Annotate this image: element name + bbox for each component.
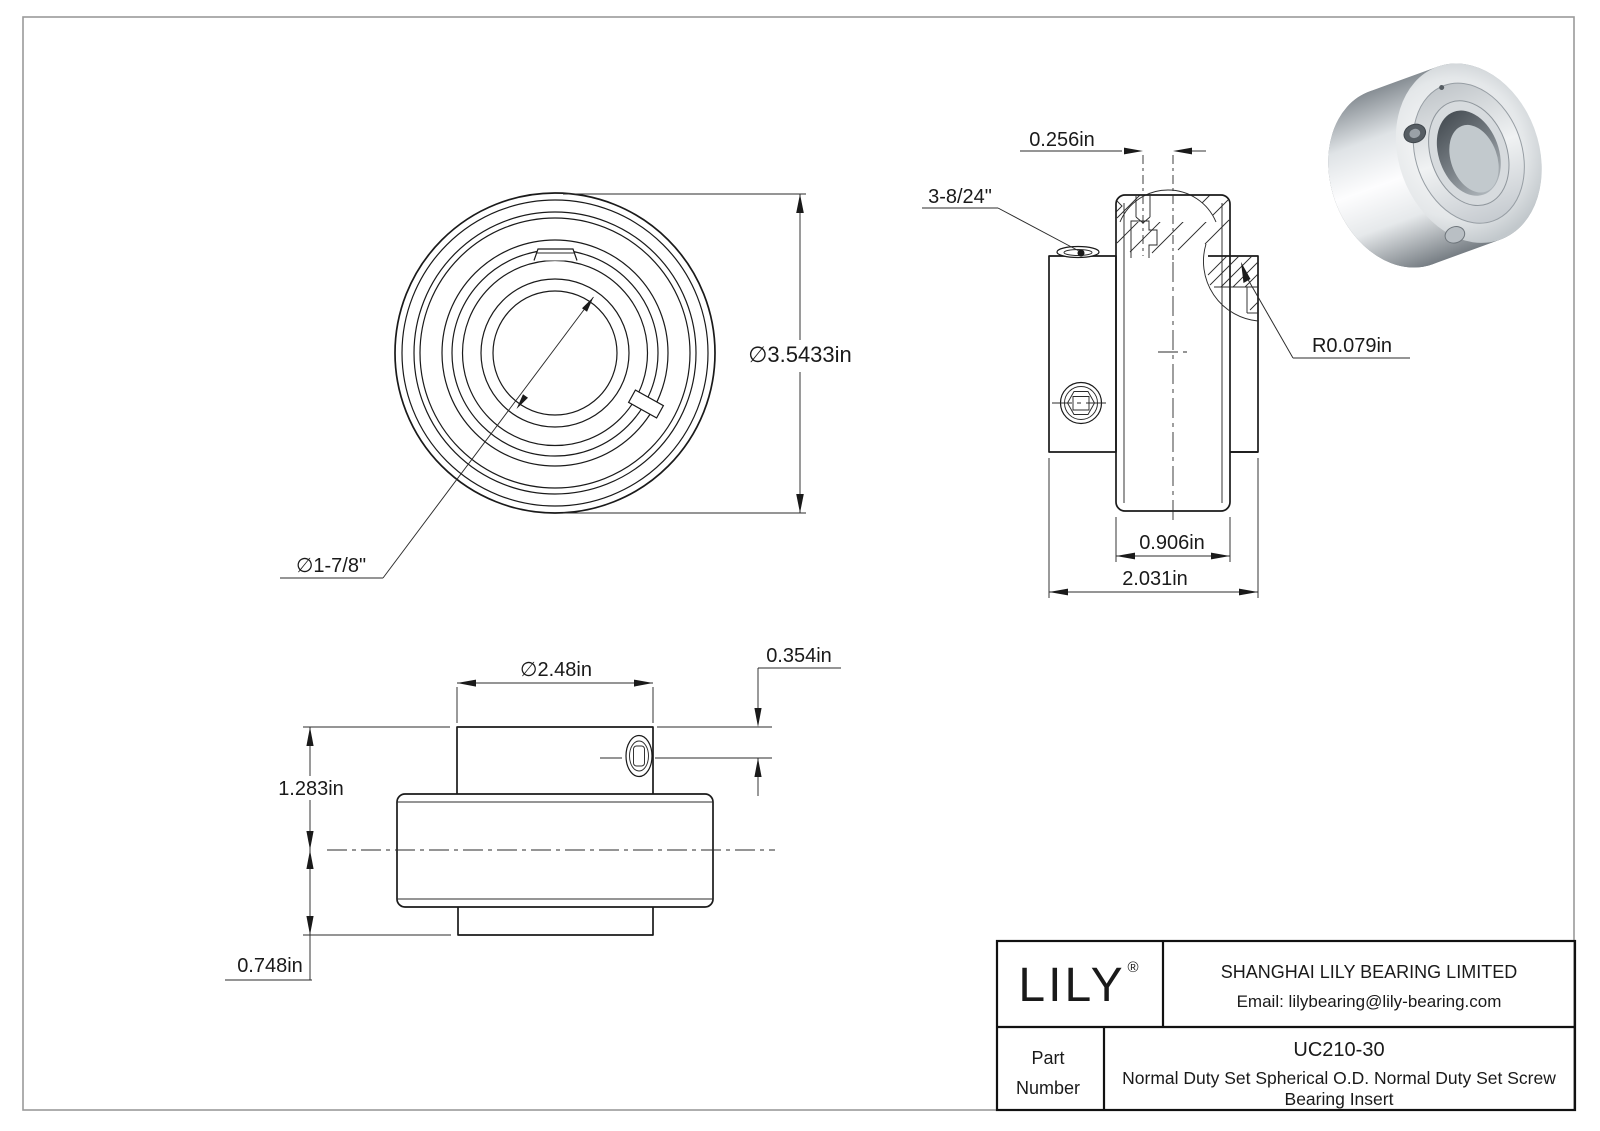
thread-label: 3-8/24" bbox=[928, 186, 992, 208]
side-view-lower-height-dimension: 0.748in bbox=[225, 850, 451, 981]
section-hex-socket-screw bbox=[1052, 381, 1108, 425]
drawing-frame bbox=[22, 16, 1575, 1111]
total-width-label: 2.031in bbox=[1122, 568, 1188, 590]
company-email: Email: lilybearing@lily-bearing.com bbox=[1237, 992, 1502, 1011]
section-ball bbox=[1120, 189, 1216, 222]
upper-height-label: 1.283in bbox=[278, 778, 344, 800]
section-set-screw-top bbox=[1056, 245, 1100, 259]
section-view: 0.256in 3-8/24" R0.079in 0.906in bbox=[922, 129, 1410, 598]
section-total-width-dimension: 2.031in bbox=[1048, 458, 1259, 598]
part-number-label-line2: Number bbox=[1016, 1078, 1080, 1098]
side-view-bottom-collar bbox=[457, 907, 654, 936]
front-view-circles bbox=[394, 192, 716, 514]
front-view-set-screw-tab-side bbox=[627, 389, 665, 419]
front-view-set-screw-tab-top bbox=[533, 248, 578, 261]
radius-label: R0.079in bbox=[1312, 335, 1392, 357]
company-logo: LILY bbox=[1018, 959, 1125, 1012]
side-view-screw-offset-dimension: 0.354in bbox=[655, 645, 841, 796]
part-number-label-line1: Part bbox=[1031, 1048, 1064, 1068]
section-inner-width-dimension: 0.906in bbox=[1115, 517, 1231, 562]
registered-mark: ® bbox=[1127, 959, 1138, 976]
second-screw-hole-3d bbox=[1444, 226, 1466, 244]
side-view: ∅2.48in 0.354in 1.283in bbox=[225, 645, 841, 981]
inner-width-label: 0.906in bbox=[1139, 532, 1205, 554]
side-view-top-collar bbox=[456, 726, 654, 794]
side-view-upper-height-dimension: 1.283in bbox=[278, 726, 450, 850]
bearing-3d-image bbox=[1328, 63, 1542, 268]
part-description-line2: Bearing Insert bbox=[1285, 1089, 1394, 1109]
collar-diameter-label: ∅2.48in bbox=[520, 659, 592, 681]
company-name: SHANGHAI LILY BEARING LIMITED bbox=[1221, 962, 1517, 982]
front-view-bore-dimension: ∅1-7/8" bbox=[280, 296, 594, 579]
lower-height-label: 0.748in bbox=[237, 955, 303, 977]
front-view: ∅1-7/8" ∅3.5433in bbox=[280, 192, 852, 579]
offset-dimension-label: 0.256in bbox=[1029, 129, 1095, 151]
section-offset-dimension: 0.256in bbox=[1020, 129, 1206, 155]
bore-diameter-label: ∅1-7/8" bbox=[296, 555, 366, 577]
side-view-set-screw bbox=[600, 734, 653, 778]
side-view-collar-dimension: ∅2.48in bbox=[456, 659, 654, 723]
outer-diameter-label: ∅3.5433in bbox=[748, 342, 852, 367]
screw-offset-label: 0.354in bbox=[766, 645, 832, 667]
side-view-body bbox=[396, 793, 714, 908]
section-thread-callout: 3-8/24" bbox=[922, 186, 1080, 252]
front-view-od-dimension: ∅3.5433in bbox=[563, 193, 852, 514]
part-description-line1: Normal Duty Set Spherical O.D. Normal Du… bbox=[1122, 1068, 1556, 1088]
title-block: LILY ® SHANGHAI LILY BEARING LIMITED Ema… bbox=[995, 939, 1577, 1112]
section-radius-callout: R0.079in bbox=[1241, 262, 1410, 359]
part-number-value: UC210-30 bbox=[1293, 1039, 1384, 1061]
